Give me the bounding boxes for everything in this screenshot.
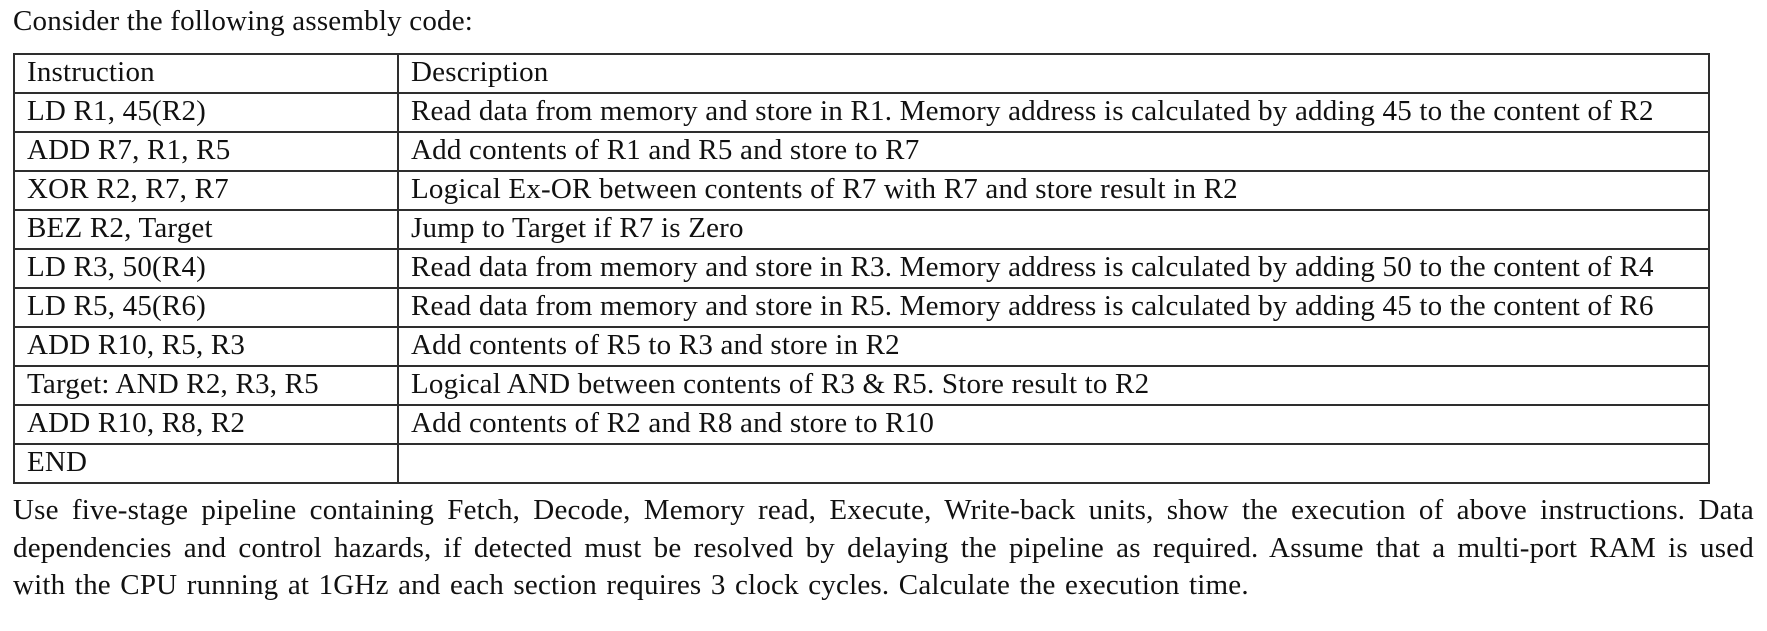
description-cell: Read data from memory and store in R5. M…: [397, 287, 1710, 328]
description-cell: Jump to Target if R7 is Zero: [397, 209, 1710, 250]
description-cell: [397, 443, 1710, 484]
table-header: Instruction Description: [13, 53, 1710, 94]
instruction-cell: BEZ R2, Target: [13, 209, 399, 250]
description-cell: Logical Ex-OR between contents of R7 wit…: [397, 170, 1710, 211]
description-cell: Add contents of R5 to R3 and store in R2: [397, 326, 1710, 367]
column-header-instruction: Instruction: [13, 53, 399, 94]
instruction-cell: ADD R10, R8, R2: [13, 404, 399, 445]
description-cell: Logical AND between contents of R3 & R5.…: [397, 365, 1710, 406]
instruction-cell: XOR R2, R7, R7: [13, 170, 399, 211]
table-row: LD R5, 45(R6)Read data from memory and s…: [13, 287, 1710, 328]
instruction-cell: ADD R7, R1, R5: [13, 131, 399, 172]
table-row: LD R1, 45(R2)Read data from memory and s…: [13, 92, 1710, 133]
table-header-row: Instruction Description: [13, 53, 1710, 94]
assembly-code-table: Instruction Description LD R1, 45(R2)Rea…: [13, 53, 1710, 484]
column-header-description: Description: [397, 53, 1710, 94]
instruction-cell: LD R5, 45(R6): [13, 287, 399, 328]
question-text: Use five-stage pipeline containing Fetch…: [13, 494, 1754, 601]
instruction-cell: Target: AND R2, R3, R5: [13, 365, 399, 406]
instruction-cell: LD R1, 45(R2): [13, 92, 399, 133]
instruction-cell: END: [13, 443, 399, 484]
table-row: LD R3, 50(R4)Read data from memory and s…: [13, 248, 1710, 289]
document-page: Consider the following assembly code: In…: [13, 5, 1754, 601]
table-body: LD R1, 45(R2)Read data from memory and s…: [13, 92, 1710, 484]
description-cell: Add contents of R2 and R8 and store to R…: [397, 404, 1710, 445]
description-cell: Read data from memory and store in R3. M…: [397, 248, 1710, 289]
instruction-cell: LD R3, 50(R4): [13, 248, 399, 289]
description-cell: Read data from memory and store in R1. M…: [397, 92, 1710, 133]
table-row: END: [13, 443, 1710, 484]
intro-text: Consider the following assembly code:: [13, 5, 474, 37]
instruction-cell: ADD R10, R5, R3: [13, 326, 399, 367]
description-cell: Add contents of R1 and R5 and store to R…: [397, 131, 1710, 172]
